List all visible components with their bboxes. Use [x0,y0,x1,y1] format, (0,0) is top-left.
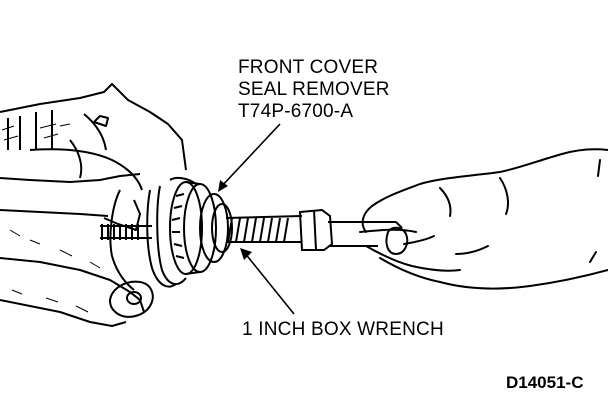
seal-remover-label-line-2: SEAL REMOVER [238,79,390,100]
seal-remover-label-line-1: FRONT COVER [238,57,378,78]
box-wrench-leader [243,251,295,315]
box-wrench-arrowhead [240,248,252,260]
hand [359,148,608,290]
box-wrench [328,221,403,247]
leader-lines [219,123,295,315]
case-shading [1,123,101,313]
box-wrench-label: 1 INCH BOX WRENCH [242,319,444,340]
seal-remover-leader [219,123,281,189]
forcing-screw [225,208,334,251]
leader-arrowheads [218,180,252,260]
seal-remover-label-line-3: T74P-6700-A [238,101,353,122]
input-shaft [100,224,152,240]
seal-remover-collar [169,181,233,275]
figure-id: D14051-C [506,373,584,392]
transmission-case [0,83,197,327]
seal-remover-arrowhead [218,180,228,192]
